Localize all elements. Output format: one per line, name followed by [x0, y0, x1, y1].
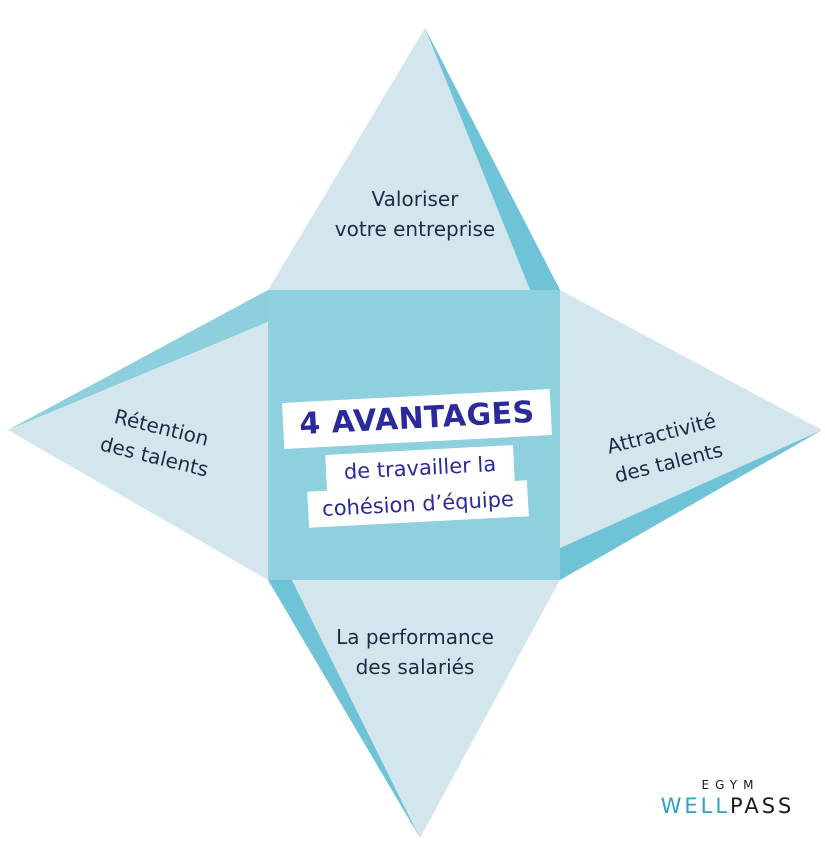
bottom-triangle-light: [292, 580, 560, 838]
top-triangle-dark: [425, 28, 560, 290]
logo-wellpass: WELLPASS: [650, 794, 805, 818]
label-bottom-line2: des salariés: [355, 655, 475, 679]
label-top: Valoriser votre entreprise: [330, 184, 500, 244]
logo-egym: EGYM: [701, 778, 760, 792]
label-top-line1: Valoriser: [371, 187, 459, 211]
left-triangle-light: [8, 322, 268, 580]
left-triangle-dark: [8, 290, 268, 430]
label-top-line2: votre entreprise: [334, 217, 496, 241]
egym-wellpass-logo: EGYM WELLPASS: [650, 778, 805, 818]
logo-pass: PASS: [730, 794, 795, 818]
bottom-triangle-dark: [268, 580, 420, 838]
right-triangle-dark: [560, 430, 822, 580]
label-bottom-line1: La performance: [336, 625, 494, 649]
top-triangle-light: [268, 28, 530, 290]
logo-well: WELL: [660, 794, 731, 818]
label-bottom: La performance des salariés: [300, 622, 530, 682]
right-triangle-light: [560, 290, 822, 548]
